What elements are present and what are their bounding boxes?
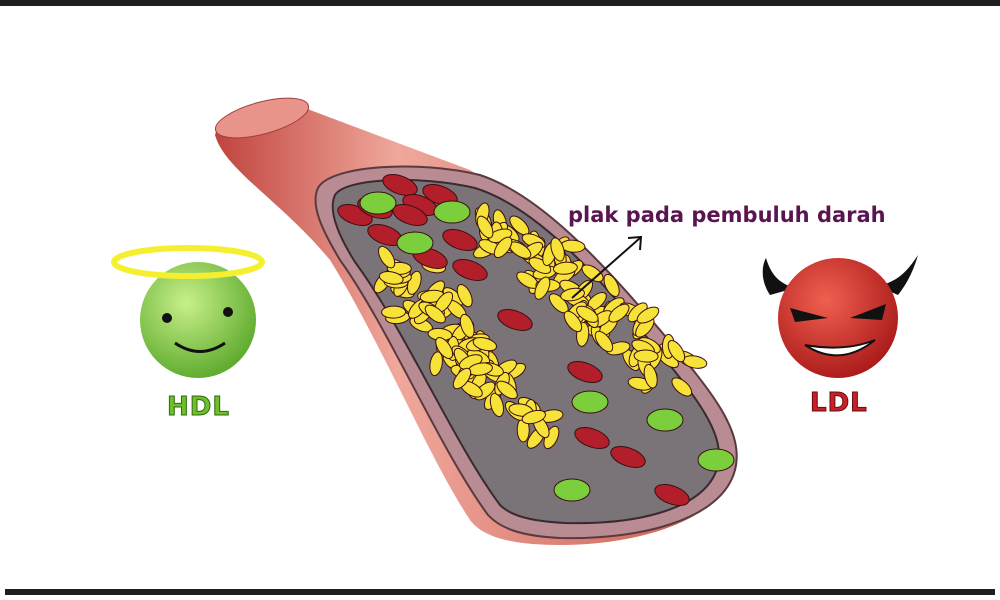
hdl-label: HDL <box>167 392 230 423</box>
hdl-green-cell <box>396 231 434 255</box>
ldl-label: LDL <box>810 388 868 419</box>
halo-smiley-icon <box>111 245 265 378</box>
plaque-particle <box>563 310 583 333</box>
ldl-red-cell <box>452 259 488 281</box>
plaque-particle <box>581 264 604 283</box>
plaque-particle <box>476 215 494 239</box>
plaque-particle <box>435 337 454 359</box>
hdl-green-cell <box>433 200 471 224</box>
plaque-particle <box>534 276 551 300</box>
ldl-red-cell <box>610 446 646 468</box>
plaque-particle <box>424 304 446 324</box>
ldl-red-cell <box>382 174 418 196</box>
ldl-red-cell <box>442 229 478 251</box>
plaque-particle <box>603 273 620 297</box>
plaque-particle <box>472 337 497 352</box>
plaque-particle <box>489 392 505 418</box>
plaque-particle <box>429 351 443 377</box>
plaque-particle <box>452 367 472 390</box>
plaque-particle <box>636 306 660 324</box>
plaque-particle <box>493 236 513 259</box>
plaque-particle <box>378 271 404 285</box>
devil-face-icon <box>762 255 918 378</box>
arrow-icon <box>571 235 643 299</box>
plaque-particle <box>594 330 614 353</box>
top-border <box>0 0 1000 6</box>
plaque-particle <box>671 377 693 397</box>
ldl-red-cell <box>654 484 690 506</box>
bottom-border <box>5 589 995 595</box>
plaque-particle <box>552 261 578 275</box>
plaque-particle <box>456 283 473 308</box>
hdl-green-cell <box>359 191 397 215</box>
ldl-red-cell <box>567 361 603 383</box>
plaque-particle <box>576 305 599 323</box>
hdl-green-cell <box>697 448 735 472</box>
plaque-particle <box>496 380 518 400</box>
plaque-particle <box>378 245 396 269</box>
plaque-particle <box>550 237 565 262</box>
plaque-particle <box>521 409 547 425</box>
plaque-particle <box>643 364 658 389</box>
plaque-particle <box>608 303 630 323</box>
hdl-green-cell <box>553 478 591 502</box>
hdl-green-cell <box>646 408 684 432</box>
ldl-red-cell <box>574 427 610 449</box>
plaque-particle <box>633 349 659 363</box>
plaque-particle <box>667 340 686 363</box>
plaque-label: plak pada pembuluh darah <box>568 203 886 227</box>
plaque-particle <box>459 313 475 338</box>
vessel-cap <box>214 97 310 139</box>
hdl-green-cell <box>571 390 609 414</box>
plaque-particle <box>381 305 407 319</box>
ldl-red-cell <box>497 309 533 331</box>
